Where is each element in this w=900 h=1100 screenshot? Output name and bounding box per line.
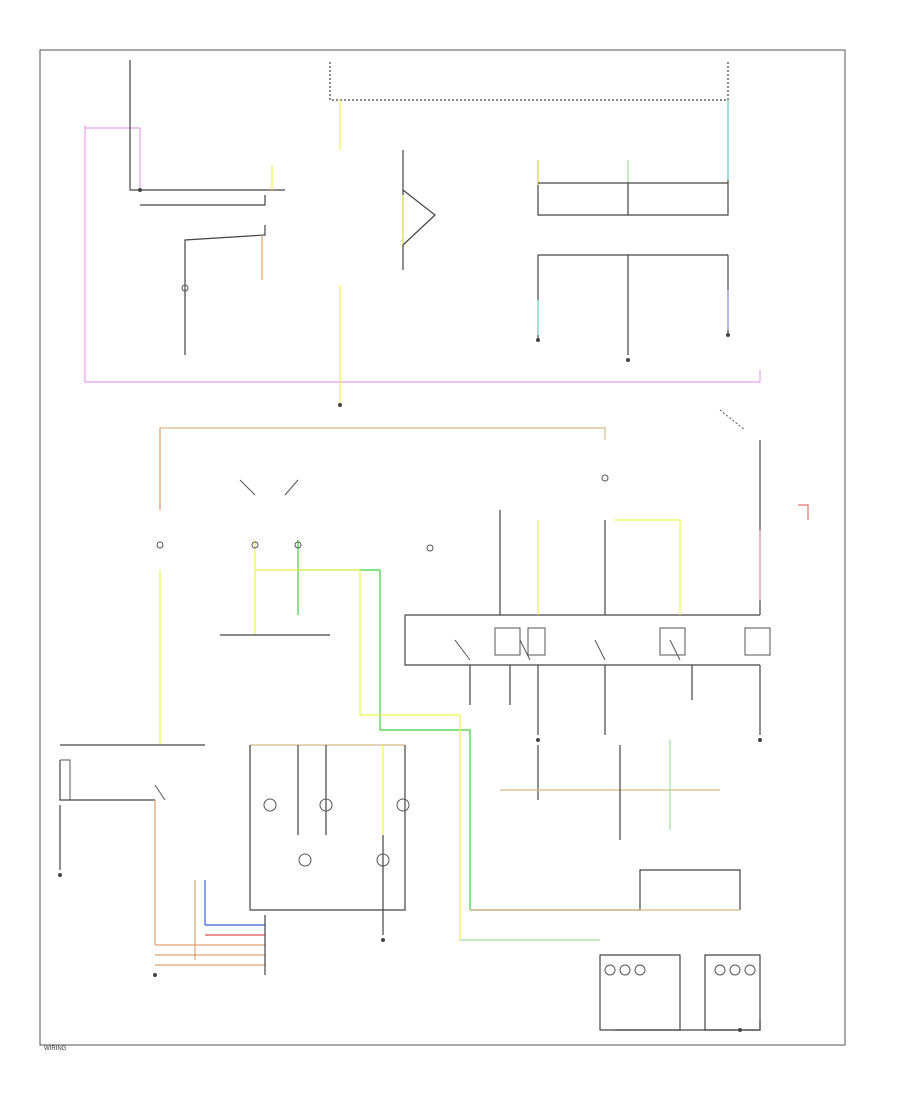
- wire-yellow-h: [615, 519, 681, 615]
- wire-pink-bus: [84, 125, 761, 383]
- node: [138, 188, 142, 192]
- node: [381, 938, 385, 942]
- node: [58, 873, 62, 877]
- lamp-symbol-4: [298, 853, 312, 867]
- wire-black-bus2: [404, 615, 760, 666]
- node: [153, 973, 157, 977]
- symbols-group: [60, 284, 809, 976]
- wiring-group: [59, 60, 761, 1031]
- wire-black-af: [615, 1020, 761, 1031]
- lamp-symbol-6: [604, 964, 616, 976]
- diode-red: [798, 504, 809, 520]
- wire-top-bus: [329, 62, 729, 101]
- lamp-box-left: [599, 954, 681, 1031]
- ground-symbol-top: [719, 409, 746, 431]
- lamp-symbol-3: [396, 798, 410, 812]
- fuse-symbol-2: [156, 541, 164, 549]
- lamp-symbol-1: [263, 798, 277, 812]
- lamp-symbol-5: [376, 853, 390, 867]
- wire-black-b: [140, 195, 266, 206]
- wire-black-ab: [59, 760, 155, 801]
- connector-symbols: [239, 479, 299, 496]
- lamp-symbol-2: [319, 798, 333, 812]
- switch-contacts: [154, 639, 681, 801]
- wire-black-f: [537, 100, 729, 216]
- relay-coils: [494, 627, 771, 656]
- nodes-group: [58, 188, 762, 1032]
- wire-pink-top: [85, 127, 141, 190]
- node: [536, 738, 540, 742]
- diagram-frame: [39, 49, 846, 1046]
- lamp-symbol-10: [729, 964, 741, 976]
- node: [536, 338, 540, 342]
- node: [738, 1028, 742, 1032]
- switch-left: [60, 759, 71, 800]
- fuse-symbol-6: [294, 541, 302, 549]
- lamp-symbol-7: [619, 964, 631, 976]
- wire-tan-top: [159, 427, 606, 510]
- diagram-footer-code: WIRING: [44, 1046, 67, 1052]
- lamp-symbol-11: [744, 964, 756, 976]
- wire-black-c: [184, 225, 266, 330]
- node: [758, 738, 762, 742]
- wire-black-ae: [470, 869, 741, 911]
- wire-green-b: [298, 569, 471, 910]
- node: [726, 333, 730, 337]
- node: [338, 403, 342, 407]
- wire-black-lamps: [249, 745, 406, 911]
- node: [626, 358, 630, 362]
- fuse-symbol-5: [251, 541, 259, 549]
- fuse-symbol-1: [181, 284, 189, 292]
- wire-black-a: [129, 60, 285, 191]
- relay-triangle: [402, 189, 436, 246]
- fuse-symbol-3: [426, 544, 434, 552]
- fuse-symbol-4: [601, 474, 609, 482]
- lamp-symbol-8: [634, 964, 646, 976]
- lamp-symbol-9: [714, 964, 726, 976]
- wire-yellow-f: [255, 569, 461, 940]
